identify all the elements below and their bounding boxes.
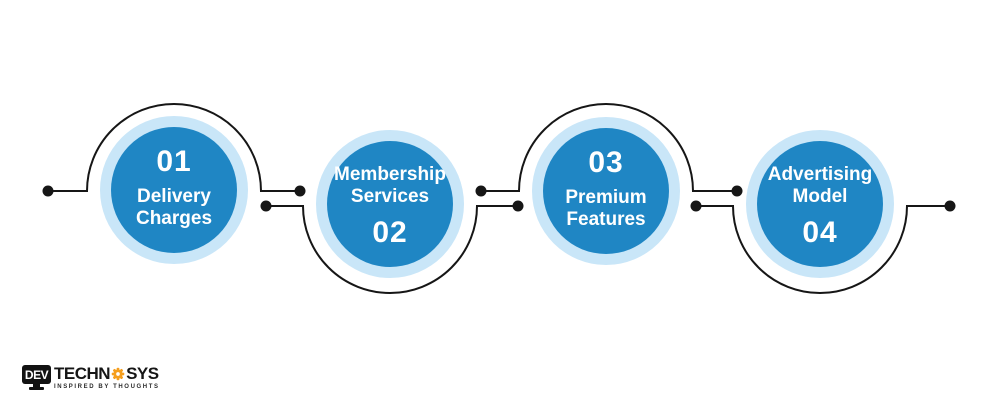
step-node-delivery-charges: 01 Delivery Charges bbox=[111, 127, 237, 253]
logo-dev-text: DEV bbox=[24, 367, 49, 382]
step-number: 03 bbox=[588, 146, 624, 180]
monitor-icon: DEV bbox=[22, 365, 51, 390]
logo-name-techn: TECHN bbox=[54, 364, 111, 383]
monitor-screen: DEV bbox=[22, 365, 51, 384]
logo-tagline: INSPIRED BY THOUGHTS bbox=[54, 384, 160, 390]
step-number: 04 bbox=[802, 215, 838, 249]
connector-arc-step1 bbox=[48, 103, 300, 192]
connector-arc-step2 bbox=[266, 205, 518, 294]
step-label: Membership Services bbox=[334, 164, 446, 207]
connector-end-dots bbox=[42, 185, 956, 212]
step-node-premium-features: 03 Premium Features bbox=[543, 128, 669, 254]
monitor-stand bbox=[33, 384, 40, 387]
gear-icon bbox=[111, 367, 125, 381]
logo-text-block: TECHN SYS INSPIRED BY THO bbox=[54, 365, 160, 390]
step-node-advertising-model: 04 Advertising Model bbox=[757, 141, 883, 267]
logo-wordmark: TECHN SYS bbox=[54, 365, 160, 382]
connector-arc-step4 bbox=[696, 205, 950, 294]
step-node-membership-services: 02 Membership Services bbox=[327, 141, 453, 267]
logo: DEV TECHN bbox=[22, 365, 160, 390]
monitor-stand-base bbox=[29, 387, 44, 390]
step-number: 02 bbox=[372, 215, 408, 249]
step-label: Advertising Model bbox=[767, 164, 873, 207]
logo-name-sys: SYS bbox=[126, 364, 159, 383]
step-number: 01 bbox=[156, 145, 192, 179]
step-label: Delivery Charges bbox=[135, 186, 213, 229]
step-label: Premium Features bbox=[565, 187, 647, 230]
connector-arc-step3 bbox=[481, 103, 737, 192]
